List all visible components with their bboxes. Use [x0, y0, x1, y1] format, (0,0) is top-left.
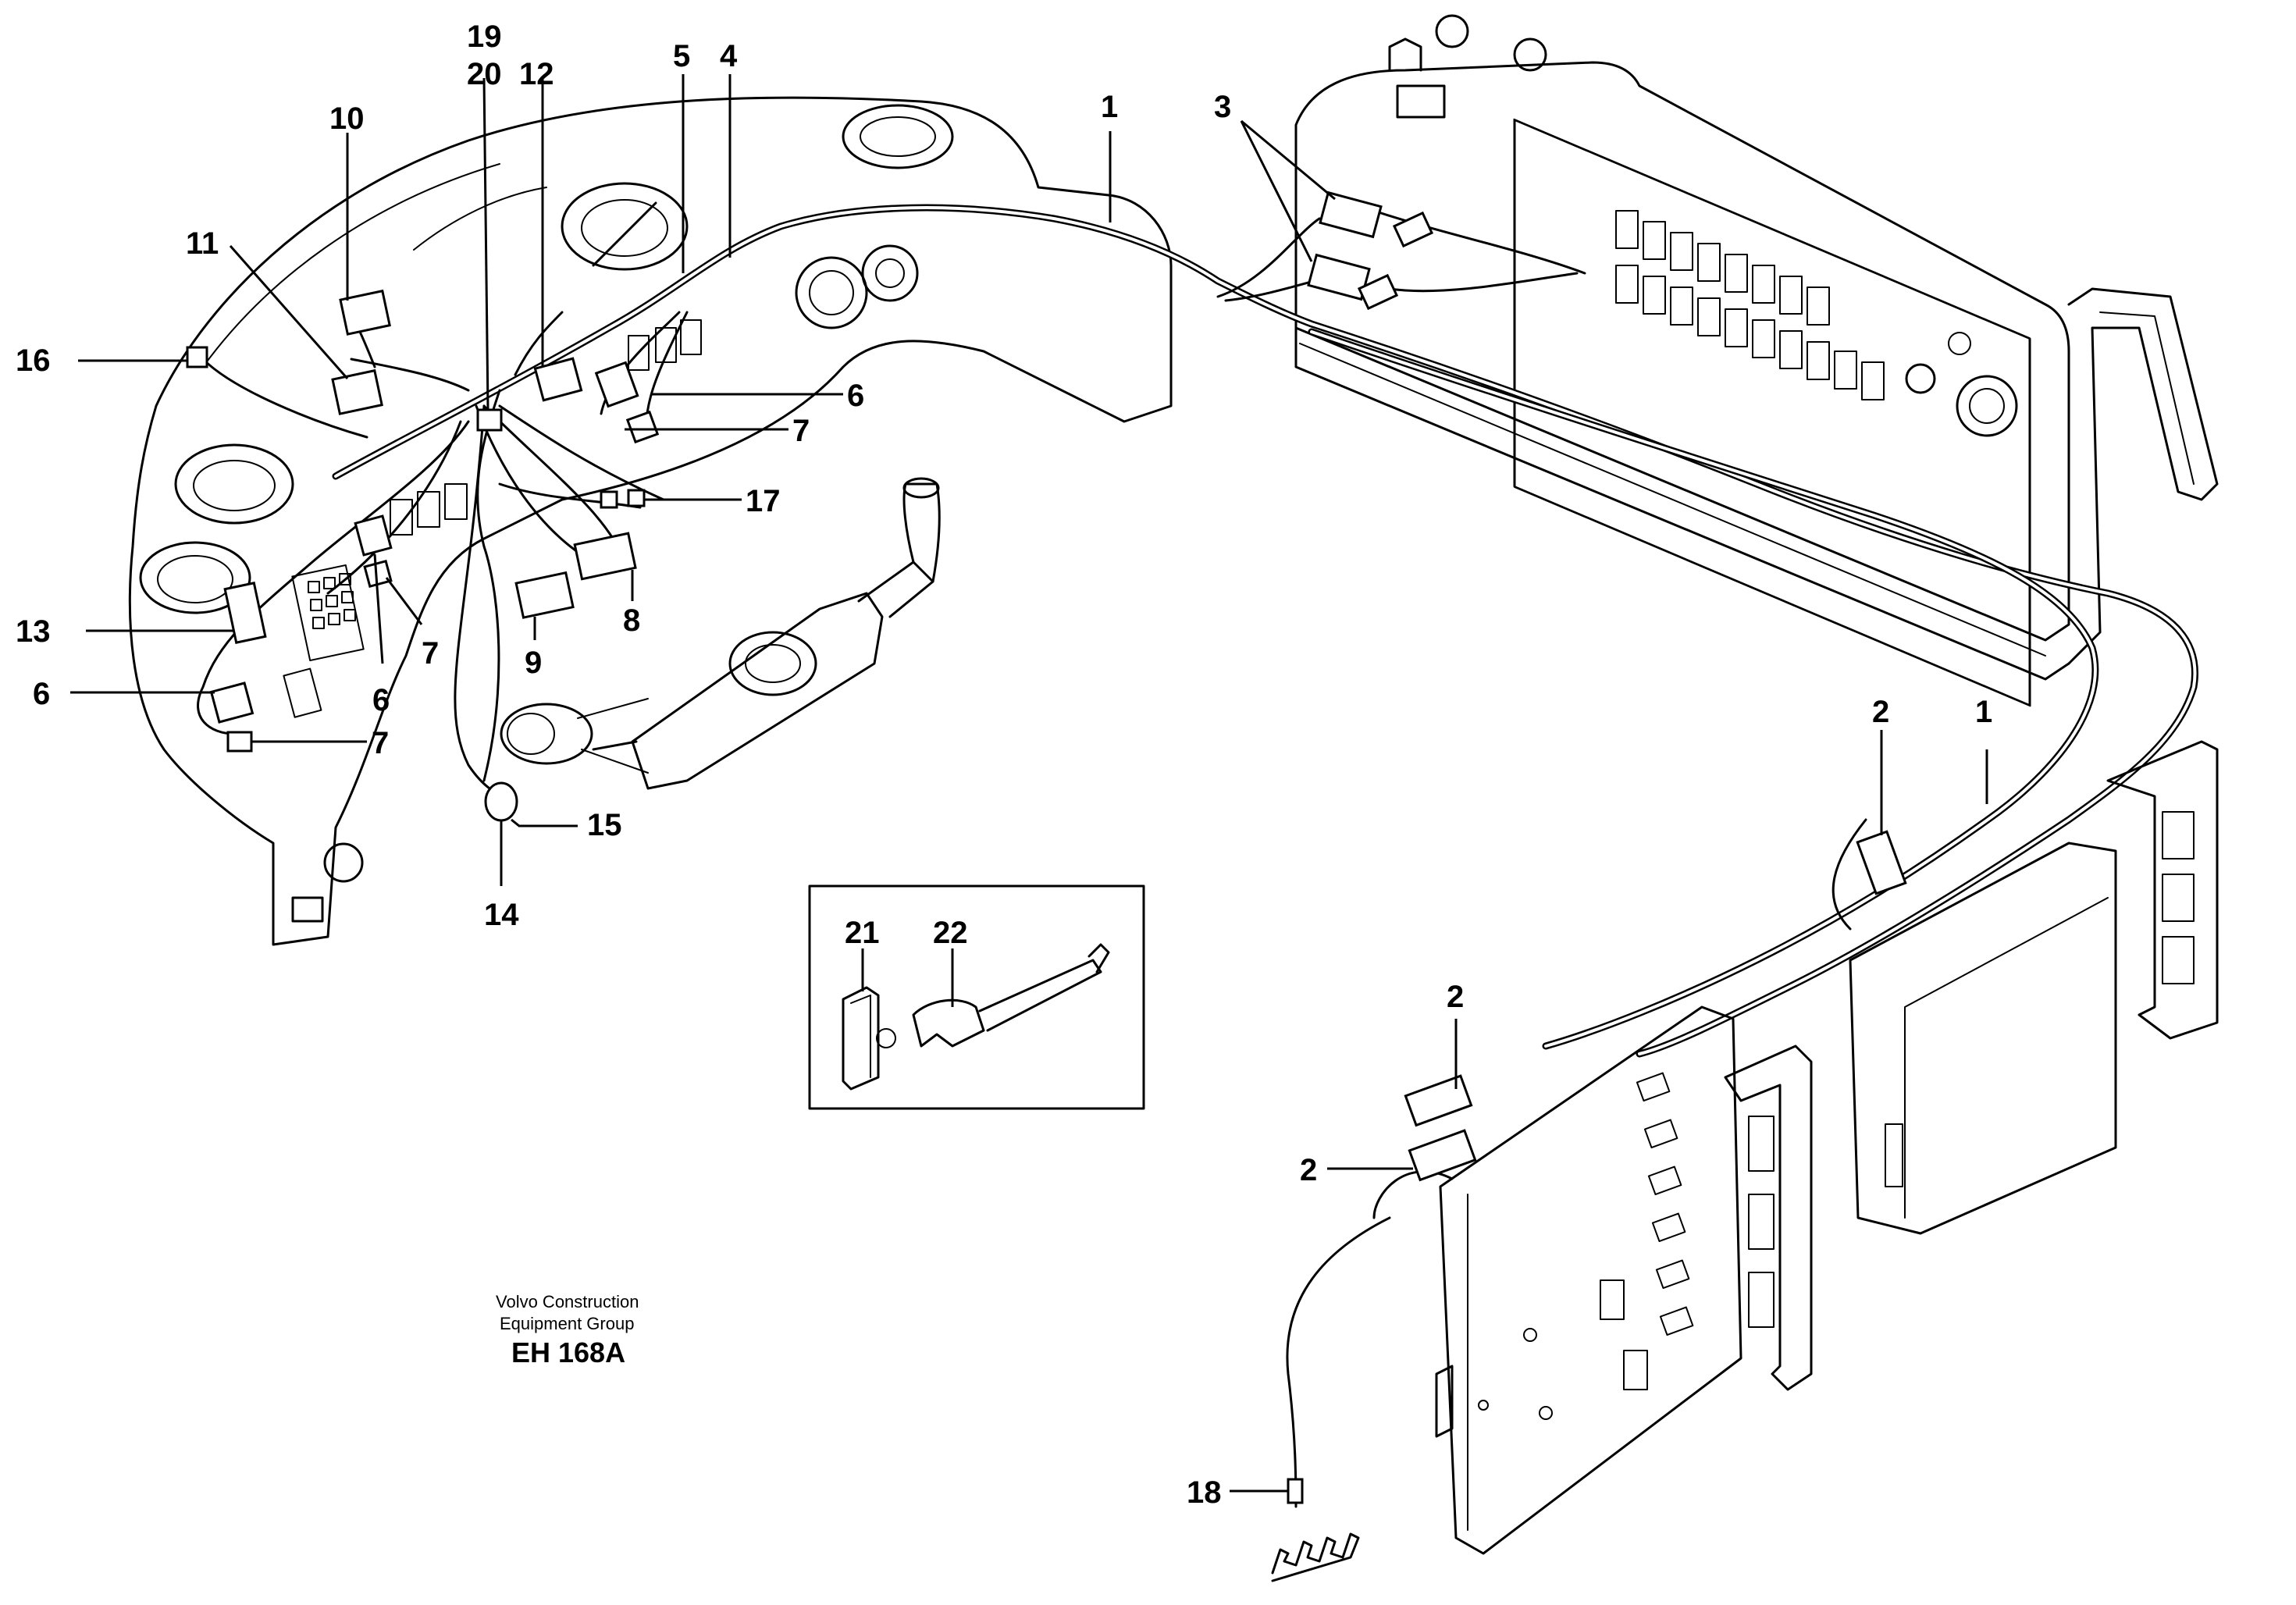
publisher-credit: Volvo Construction Equipment Group EH 16…: [496, 1292, 639, 1368]
callout-21: 21: [845, 916, 880, 950]
callout-2-mid: 2: [1447, 980, 1464, 1014]
callout-11: 11: [186, 226, 219, 261]
tool-part-22: [912, 943, 1110, 1048]
clip-part-21: [842, 986, 896, 1091]
leader-lines: [70, 74, 1988, 1493]
contact-pins: [1271, 1532, 1360, 1582]
callout-1-top: 1: [1101, 90, 1118, 124]
callout-1-right: 1: [1975, 695, 1992, 729]
detail-inset: [808, 884, 1145, 1110]
callout-2-upper: 2: [1872, 695, 1889, 729]
callout-5: 5: [673, 39, 690, 73]
callout-22: 22: [933, 916, 968, 950]
callout-16: 16: [16, 343, 51, 378]
callout-7-mid: 7: [422, 636, 439, 671]
callout-12: 12: [519, 57, 554, 91]
callout-10: 10: [329, 101, 365, 136]
callout-9: 9: [525, 646, 542, 680]
drawing-code: EH 168A: [511, 1336, 625, 1368]
callout-17: 17: [746, 484, 781, 518]
callout-labels: 1 1 2 2 2 3 4 5 6 6 6 7 7 7 8 9 10 11 12…: [16, 20, 1992, 1510]
callout-8: 8: [623, 603, 640, 638]
callout-6-mid: 6: [372, 683, 390, 717]
connectors: [186, 190, 1907, 1504]
steering-column-switch: [500, 477, 941, 790]
control-panel: [1294, 14, 2219, 707]
control-unit-box: [1849, 740, 2219, 1235]
credit-line-1: Volvo Construction: [496, 1292, 639, 1311]
switch-grid: [1615, 210, 1885, 400]
callout-4: 4: [720, 39, 738, 73]
dashboard-panel: [128, 96, 1173, 946]
callout-7-top: 7: [792, 414, 810, 448]
callout-14: 14: [484, 898, 519, 932]
callout-18: 18: [1187, 1475, 1222, 1510]
callout-6-left: 6: [33, 677, 50, 711]
keypad: [291, 564, 365, 662]
callout-20: 20: [467, 57, 502, 91]
callout-2-lower: 2: [1300, 1153, 1317, 1187]
callout-6-top: 6: [847, 379, 864, 413]
callout-19: 19: [467, 20, 502, 54]
callout-15: 15: [587, 808, 622, 842]
main-harness: [197, 201, 2198, 1508]
callout-3: 3: [1214, 90, 1231, 124]
credit-line-2: Equipment Group: [500, 1314, 634, 1333]
callout-7-left: 7: [372, 726, 389, 760]
callout-13: 13: [16, 614, 51, 649]
circuit-board: [1435, 1005, 1813, 1555]
